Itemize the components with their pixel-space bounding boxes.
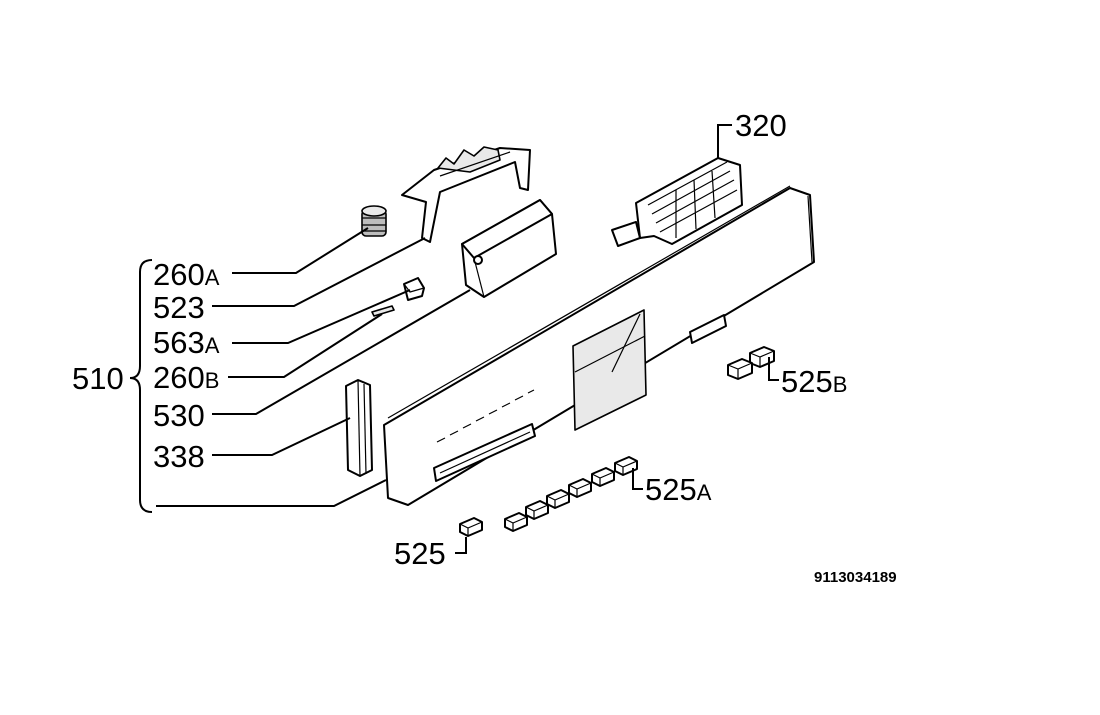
leader-260a xyxy=(232,227,369,274)
control-panel-body xyxy=(383,185,815,506)
document-id: 9113034189 xyxy=(814,569,897,586)
leader-525b xyxy=(768,357,779,381)
label-260a: 260A xyxy=(153,257,220,292)
part-563a-chip xyxy=(371,305,395,317)
label-523: 523 xyxy=(153,290,205,325)
leader-523 xyxy=(212,237,426,307)
leader-338 xyxy=(212,417,351,456)
leader-260b xyxy=(228,313,383,378)
part-338-strip xyxy=(345,379,373,477)
leader-510-panel xyxy=(156,479,387,507)
label-320: 320 xyxy=(735,108,787,143)
part-320-vent-grille xyxy=(611,157,743,247)
label-525b: 525B xyxy=(781,364,847,399)
group-bracket-510 xyxy=(129,259,153,513)
button-pair-525b xyxy=(727,346,775,380)
part-523-holder xyxy=(401,146,531,243)
label-525a: 525A xyxy=(645,472,712,507)
part-260b-cap xyxy=(403,277,425,301)
leader-563a xyxy=(232,289,411,344)
label-338: 338 xyxy=(153,439,205,474)
label-260b: 260B xyxy=(153,360,219,395)
button-row-525a xyxy=(504,456,638,532)
label-525: 525 xyxy=(394,536,446,571)
leader-525 xyxy=(455,537,467,554)
leader-320 xyxy=(717,124,732,158)
label-563a: 563A xyxy=(153,325,220,360)
group-label-510: 510 xyxy=(72,361,124,396)
leader-530 xyxy=(212,289,471,415)
label-530: 530 xyxy=(153,398,205,433)
leader-525a xyxy=(632,468,643,490)
button-525 xyxy=(459,517,483,537)
part-260a-knob xyxy=(361,205,387,237)
part-530-box xyxy=(461,199,557,298)
